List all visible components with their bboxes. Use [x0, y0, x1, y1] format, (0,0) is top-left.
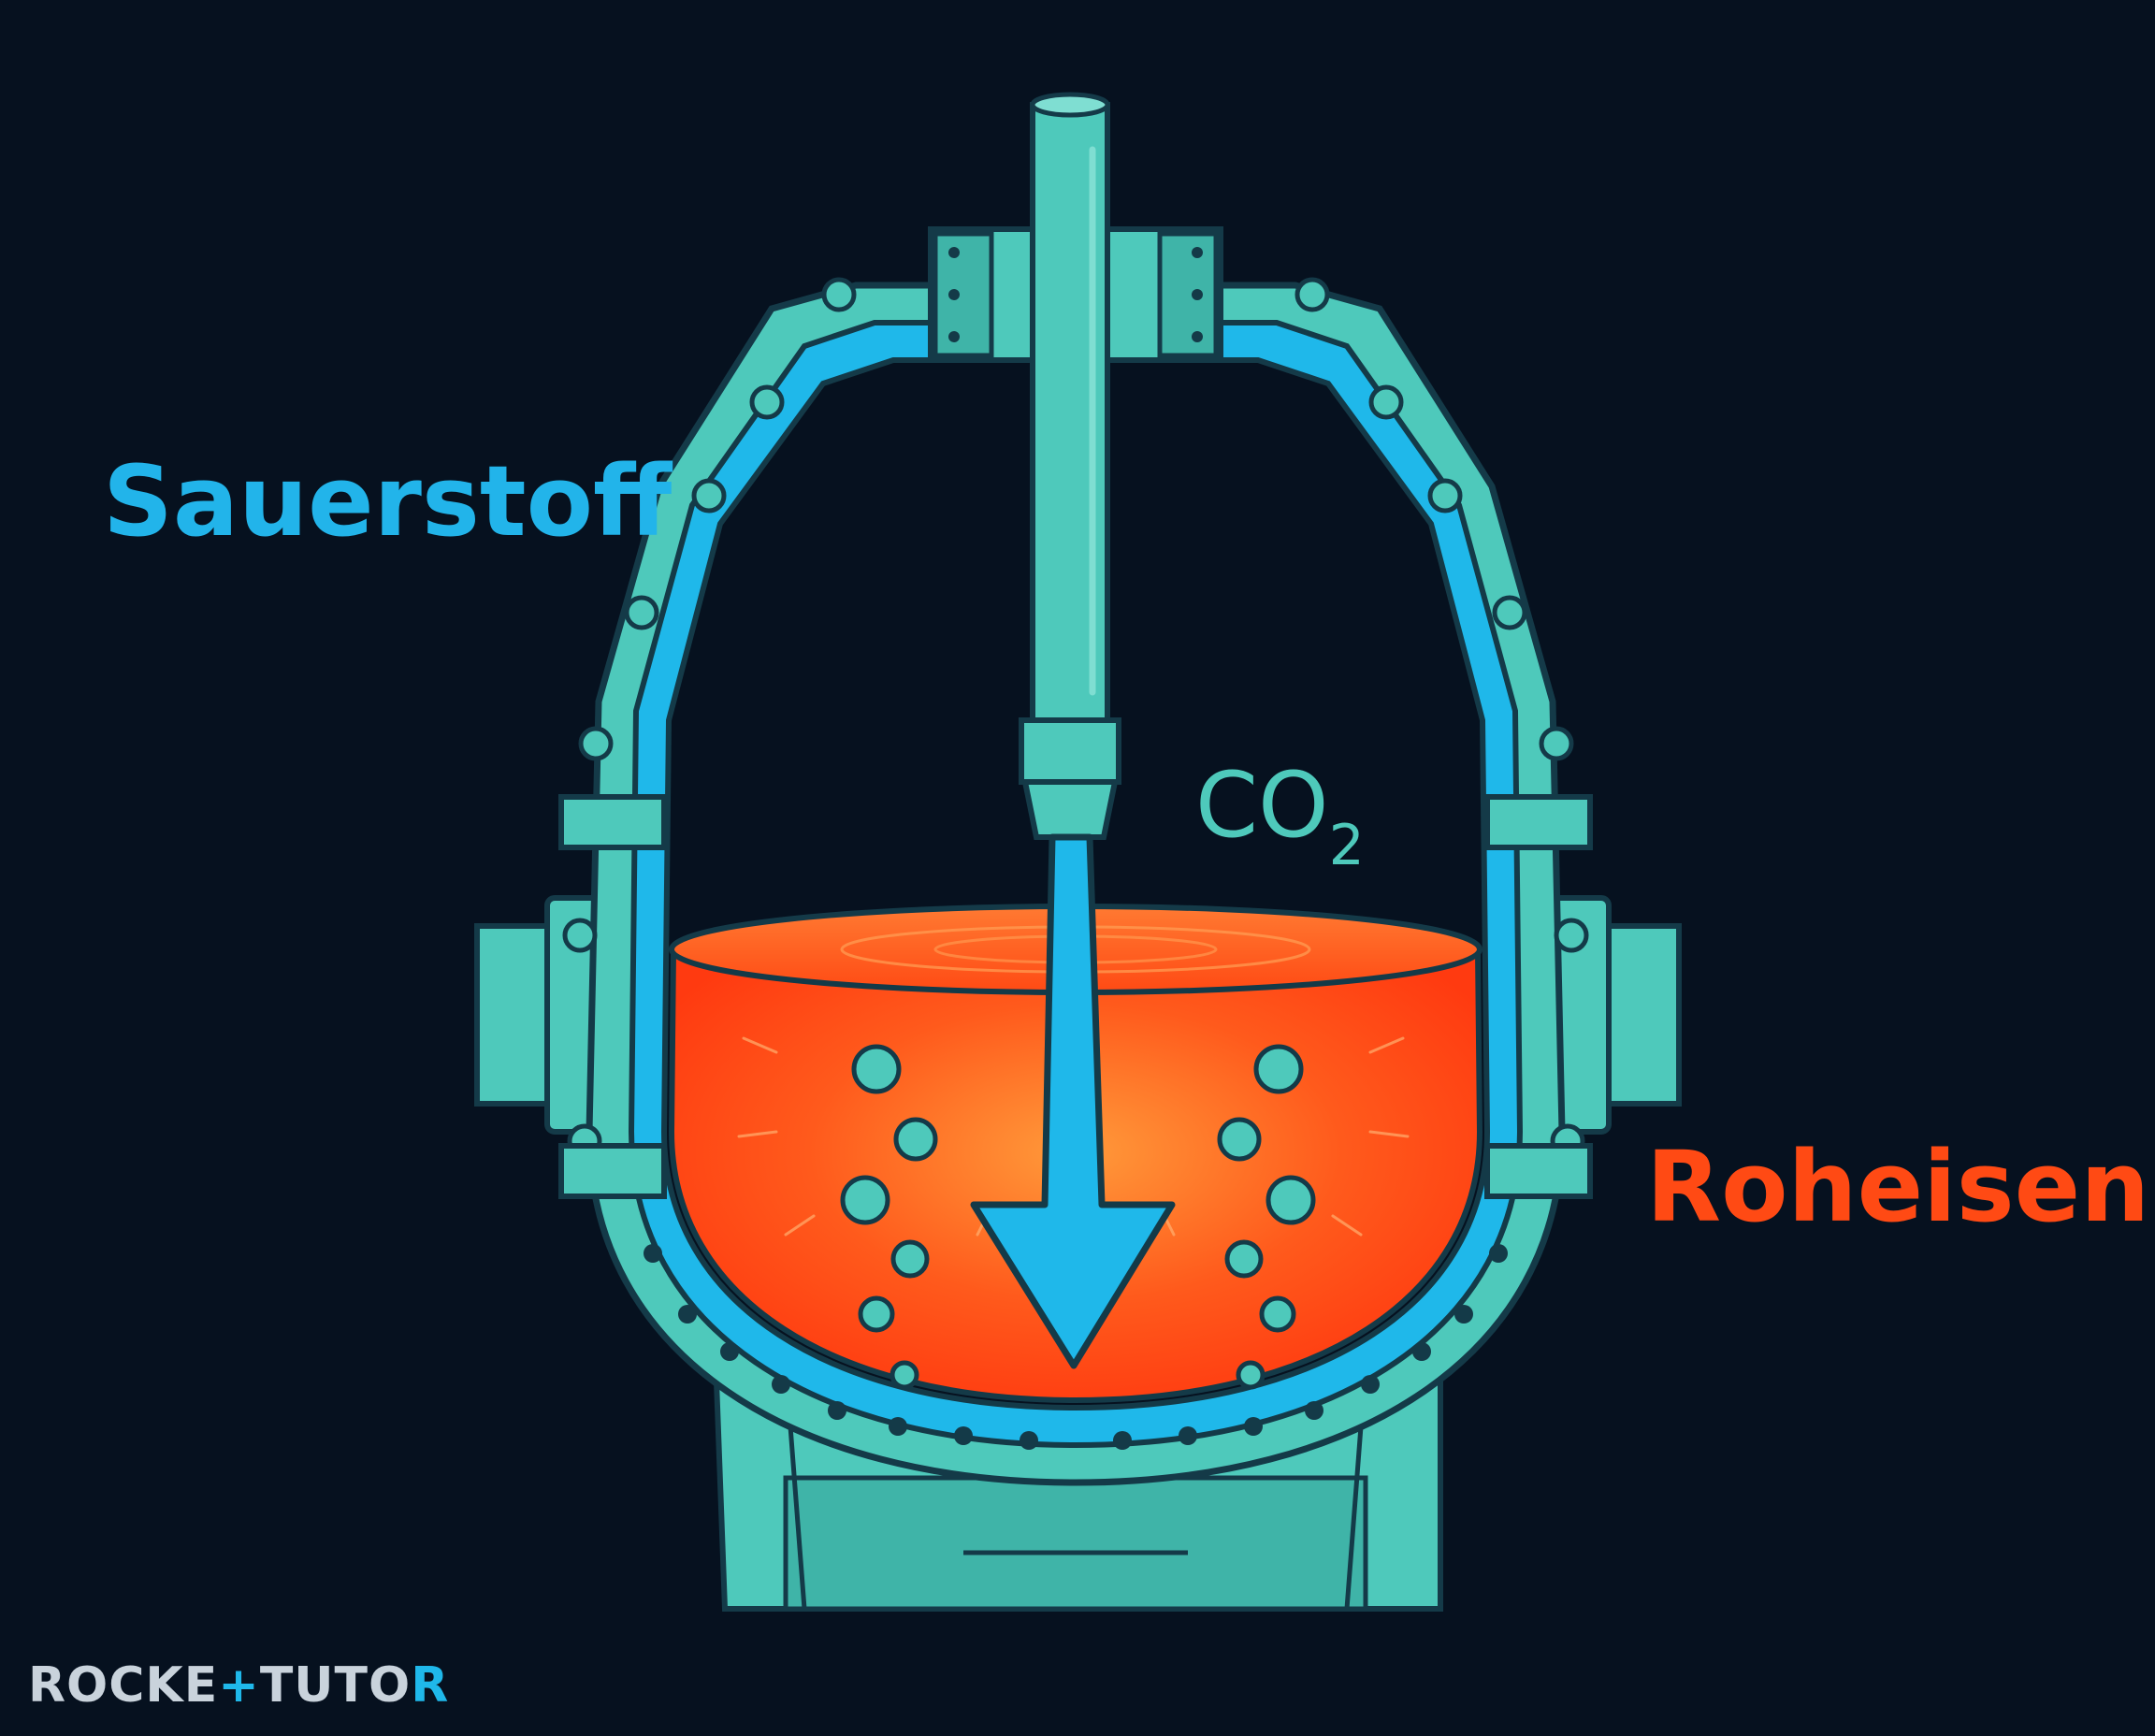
gas-bubble-icon [1266, 1175, 1316, 1225]
gas-bubble-icon [1259, 1295, 1296, 1333]
rockettutor-logo: ROCKE+TUTOR [28, 1657, 449, 1714]
logo-text-3: R [411, 1657, 450, 1714]
gas-bubble-icon [1253, 1044, 1304, 1094]
co2-label-main: CO [1195, 753, 1329, 858]
down-arrow-icon [970, 833, 1176, 1369]
gas-bubble-icon [893, 1117, 938, 1162]
gas-bubble-icon [890, 1239, 930, 1279]
gas-bubble-icon [889, 1360, 919, 1390]
logo-text-1: ROCKE [28, 1657, 219, 1714]
logo-mark: + [218, 1657, 260, 1714]
iron-label: Roheisen [1646, 1130, 2150, 1244]
gas-bubble-icon [1236, 1360, 1266, 1390]
vessel-bands [558, 794, 1593, 1199]
co2-label-subscript: 2 [1328, 813, 1365, 878]
lining-rivets [644, 1244, 1508, 1450]
gas-bubble-icon [1217, 1117, 1262, 1162]
gas-bubble-icon [858, 1295, 895, 1333]
gas-bubble-icon [851, 1044, 902, 1094]
oxygen-label: Sauerstoff [103, 444, 673, 558]
gas-bubble-icon [1224, 1239, 1264, 1279]
co2-bubbles [840, 1044, 1316, 1390]
oxygen-lance-icon [1019, 92, 1121, 840]
co2-label: CO2 [1195, 753, 1365, 878]
gas-bubble-icon [840, 1175, 890, 1225]
logo-text-2: TUTO [259, 1657, 412, 1714]
